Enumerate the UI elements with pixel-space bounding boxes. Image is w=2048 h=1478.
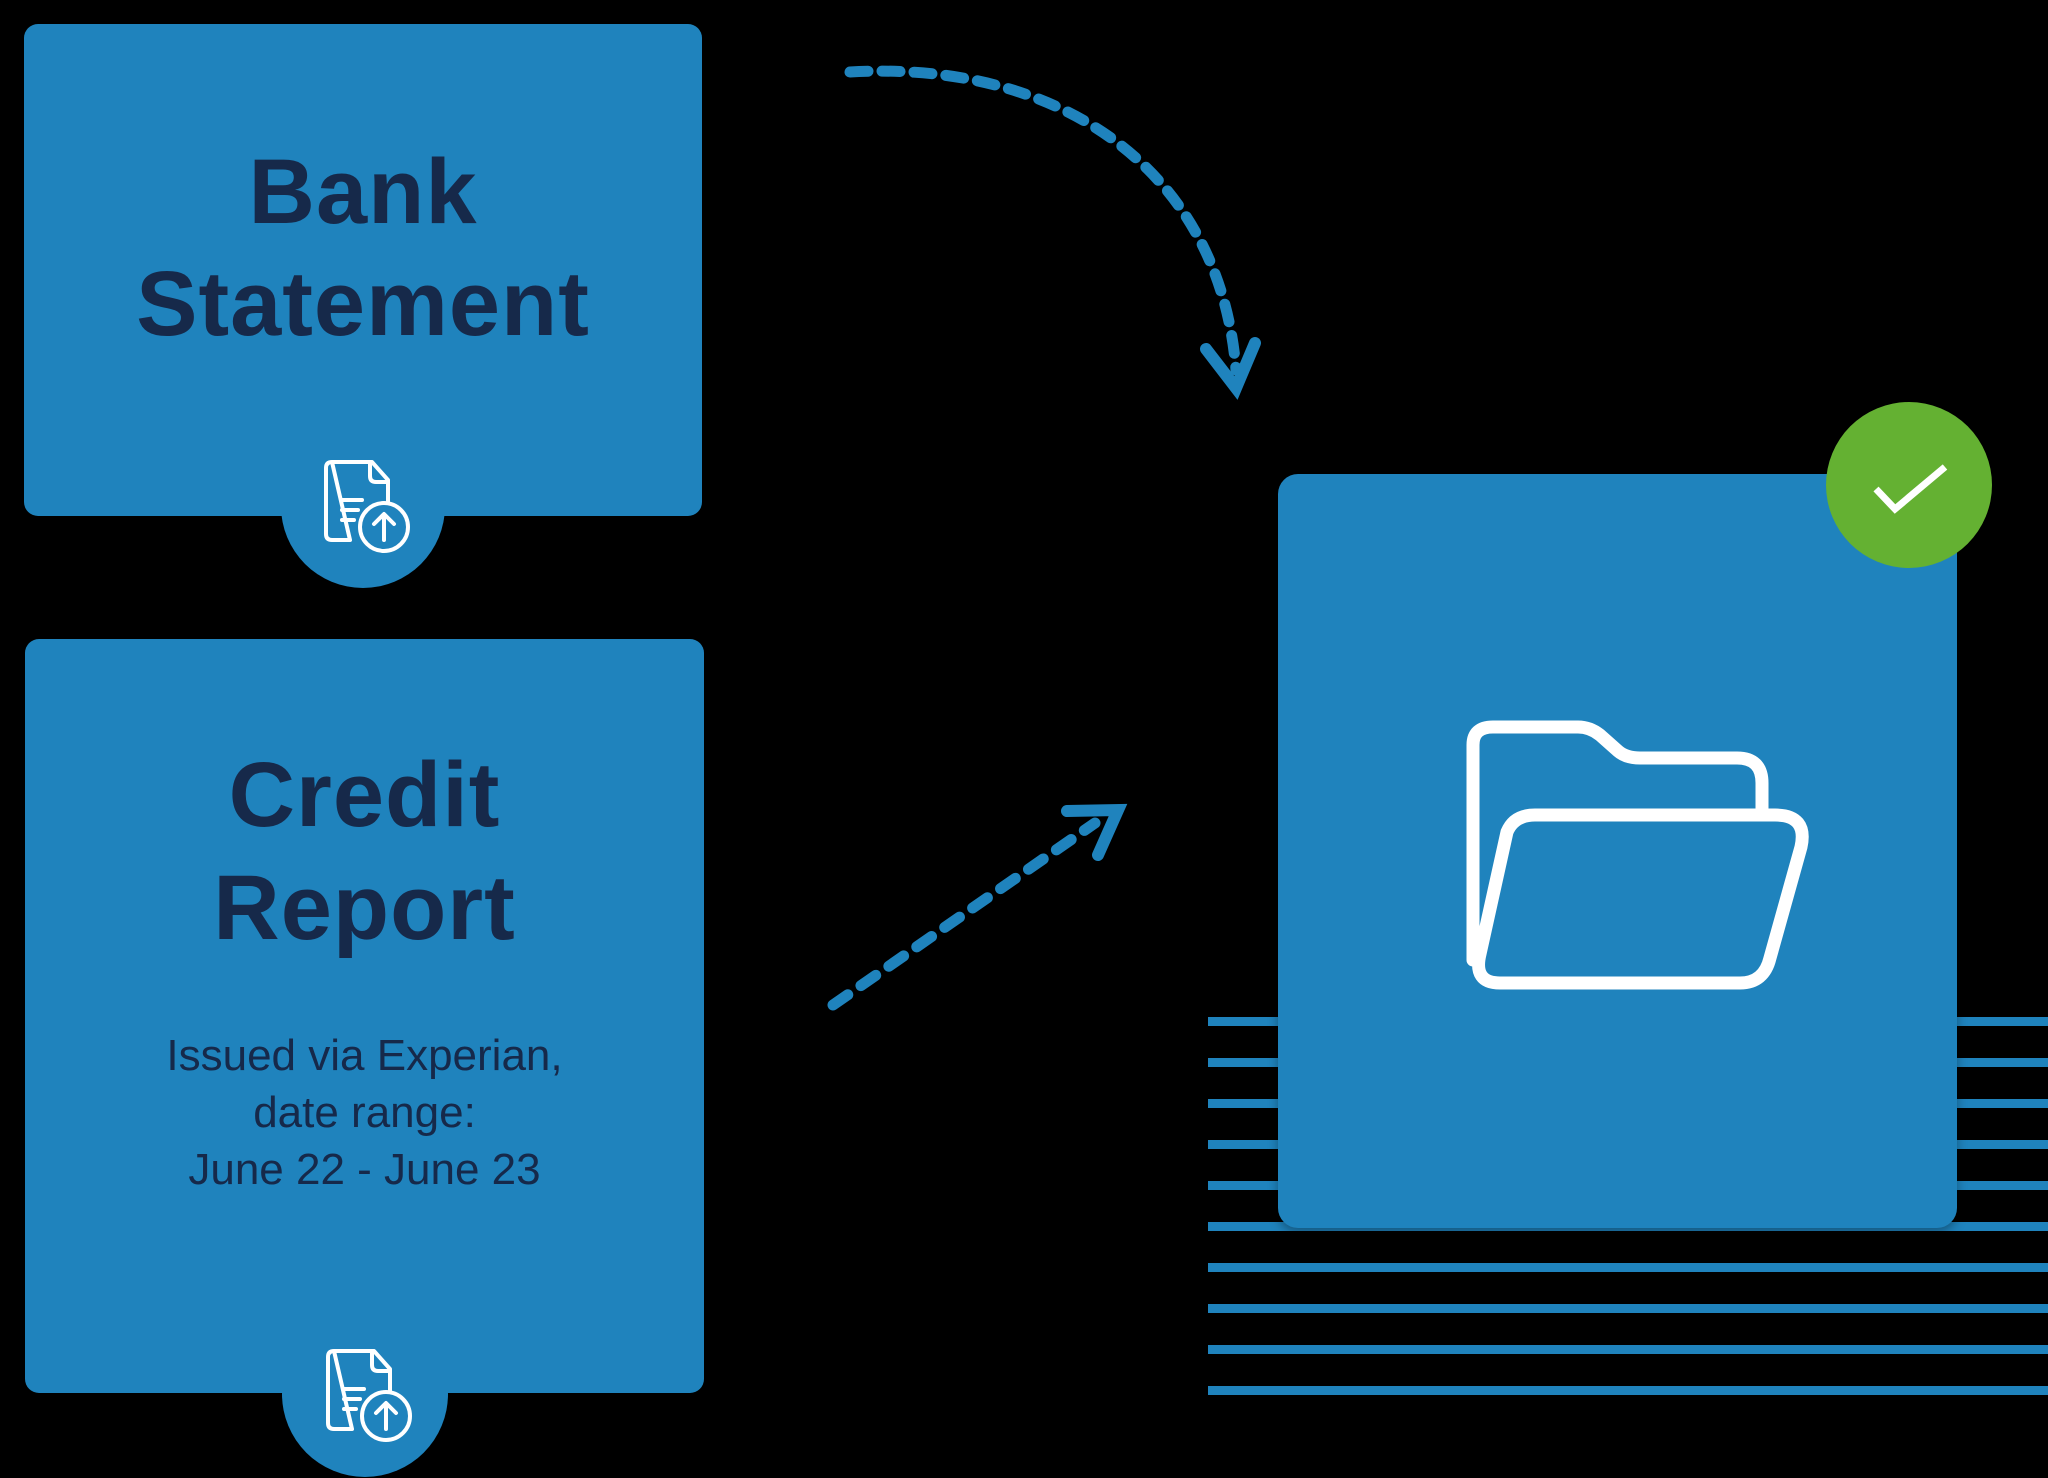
- straight-dashed-arrow: [827, 817, 1101, 1011]
- curved-arrow-head-icon: [1200, 337, 1261, 400]
- straight-arrow-head-icon: [1061, 803, 1128, 861]
- credit-report-title-line-1: Credit: [228, 744, 501, 846]
- success-badge: [1826, 402, 1992, 568]
- stripe: [1208, 1304, 2048, 1313]
- credit-report-card[interactable]: Credit Report Issued via Experian, date …: [25, 639, 704, 1393]
- bank-statement-card[interactable]: Bank Statement: [24, 24, 702, 516]
- document-upload-icon[interactable]: [322, 1347, 412, 1447]
- curved-dashed-arrow: [844, 65, 1242, 376]
- credit-report-description-line-2: date range:: [253, 1088, 476, 1137]
- credit-report-description-line-1: Issued via Experian,: [166, 1031, 563, 1080]
- credit-report-title-line-2: Report: [213, 857, 516, 959]
- bank-statement-title-line-1: Bank: [248, 141, 478, 243]
- stripe: [1208, 1345, 2048, 1354]
- document-upload-icon[interactable]: [320, 458, 410, 558]
- destination-folder-card[interactable]: [1278, 474, 1957, 1228]
- stripe: [1208, 1386, 2048, 1395]
- stripe: [1208, 1263, 2048, 1272]
- credit-report-description-line-3: June 22 - June 23: [188, 1145, 541, 1194]
- bank-statement-title-line-2: Statement: [136, 253, 590, 355]
